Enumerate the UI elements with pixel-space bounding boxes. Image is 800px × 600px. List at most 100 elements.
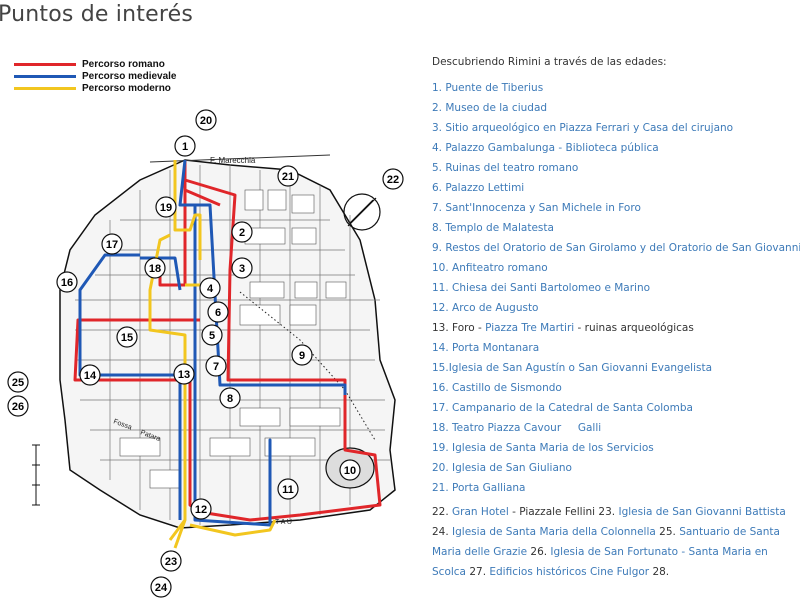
scale-bar xyxy=(32,444,40,506)
list-item: 4. Palazzo Gambalunga - Biblioteca públi… xyxy=(432,142,659,154)
poi-link[interactable]: Iglesia de San Agustín o San Giovanni Ev… xyxy=(448,362,713,374)
svg-text:10: 10 xyxy=(344,465,356,477)
svg-text:21: 21 xyxy=(282,171,294,183)
poi-link[interactable]: Iglesia de Santa Maria de los Servicios xyxy=(452,442,654,454)
legend-label-roman: Percorso romano xyxy=(82,58,165,70)
marker-5[interactable]: 5 xyxy=(201,324,223,346)
svg-text:17: 17 xyxy=(106,239,118,251)
svg-text:9: 9 xyxy=(299,350,305,362)
poi-link-25[interactable]: Santuario de Santa Maria delle Grazie xyxy=(432,526,780,558)
poi-link[interactable]: Sant'Innocenza y San Michele in Foro xyxy=(445,202,641,214)
list-item: 11. Chiesa dei Santi Bartolomeo e Marino xyxy=(432,282,651,294)
marker-22[interactable]: 22 xyxy=(382,168,404,190)
river xyxy=(149,154,331,163)
poi-link[interactable]: Piazza Tre Martiri xyxy=(485,322,575,334)
poi-link[interactable]: Porta Montanara xyxy=(452,342,540,354)
marker-3[interactable]: 3 xyxy=(231,257,253,279)
list-item: 1. Puente de Tiberius xyxy=(432,82,544,94)
route-modern xyxy=(148,160,277,549)
poi-list: 1. Puente de Tiberius 2. Museo de la ciu… xyxy=(432,82,800,502)
legend-item-medieval: Percorso medievale xyxy=(14,70,177,82)
svg-text:18: 18 xyxy=(149,263,161,275)
svg-text:14: 14 xyxy=(84,370,97,382)
legend-label-modern: Percorso moderno xyxy=(82,82,171,94)
svg-text:5: 5 xyxy=(209,330,215,342)
list-item: 12. Arco de Augusto xyxy=(432,302,539,314)
poi-link[interactable]: Campanario de la Catedral de Santa Colom… xyxy=(452,402,693,414)
svg-text:8: 8 xyxy=(227,393,233,405)
poi-link[interactable]: Iglesia de San Giuliano xyxy=(452,462,572,474)
poi-link[interactable]: Museo de la ciudad xyxy=(445,102,548,114)
marker-2[interactable]: 2 xyxy=(231,221,253,243)
marker-25[interactable]: 25 xyxy=(7,371,29,393)
svg-text:23: 23 xyxy=(165,556,177,568)
poi-link[interactable]: Anfiteatro romano xyxy=(452,262,548,274)
poi-link[interactable]: Castillo de Sismondo xyxy=(452,382,562,394)
marker-10[interactable]: 10 xyxy=(339,459,361,481)
legend-swatch-modern xyxy=(14,86,76,90)
river-label: F. Marecchia xyxy=(210,156,256,165)
marker-15[interactable]: 15 xyxy=(116,326,138,348)
poi-link[interactable]: Porta Galliana xyxy=(452,482,526,494)
legend-item-modern: Percorso moderno xyxy=(14,82,177,94)
svg-text:2: 2 xyxy=(239,227,245,239)
poi-link-23[interactable]: Iglesia de San Giovanni Battista xyxy=(618,506,786,518)
bottom-label: T A U xyxy=(275,519,292,526)
marker-13[interactable]: 13 xyxy=(173,363,195,385)
poi-link[interactable]: Templo de Malatesta xyxy=(445,222,554,234)
marker-14[interactable]: 14 xyxy=(79,364,101,386)
marker-11[interactable]: 11 xyxy=(277,478,299,500)
marker-20[interactable]: 20 xyxy=(195,109,217,131)
poi-link[interactable]: Teatro Piazza Cavour Galli xyxy=(452,422,602,434)
north-arrow-icon xyxy=(343,193,381,231)
list-item: 13. Foro - Piazza Tre Martiri - ruinas a… xyxy=(432,322,694,334)
list-item: 6. Palazzo Lettimi xyxy=(432,182,525,194)
marker-19[interactable]: 19 xyxy=(155,196,177,218)
poi-link-22[interactable]: Gran Hotel xyxy=(452,506,509,518)
marker-8[interactable]: 8 xyxy=(219,387,241,409)
svg-text:3: 3 xyxy=(239,263,245,275)
marker-24[interactable]: 24 xyxy=(150,576,172,598)
poi-link[interactable]: Sitio arqueológico en Piazza Ferrari y C… xyxy=(445,122,734,134)
list-item: 16. Castillo de Sismondo xyxy=(432,382,562,394)
poi-link-24[interactable]: Iglesia de Santa Maria della Colonnella xyxy=(452,526,656,538)
list-item: 7. Sant'Innocenza y San Michele in Foro xyxy=(432,202,641,214)
map-legend: Percorso romano Percorso medievale Perco… xyxy=(14,58,177,94)
street-grid xyxy=(75,165,390,525)
svg-text:24: 24 xyxy=(155,582,168,594)
marker-21[interactable]: 21 xyxy=(277,165,299,187)
poi-list-tail: 22. Gran Hotel - Piazzale Fellini 23. Ig… xyxy=(432,506,786,578)
poi-link[interactable]: Palazzo Gambalunga - Biblioteca pública xyxy=(445,142,659,154)
poi-link-26[interactable]: Iglesia de San Fortunato - Santa Maria e… xyxy=(432,546,768,578)
poi-link[interactable]: Palazzo Lettimi xyxy=(445,182,525,194)
list-item: 21. Porta Galliana xyxy=(432,482,526,494)
svg-text:25: 25 xyxy=(12,377,24,389)
poi-link[interactable]: Arco de Augusto xyxy=(452,302,539,314)
marker-9[interactable]: 9 xyxy=(291,344,313,366)
poi-link[interactable]: Ruinas del teatro romano xyxy=(445,162,579,174)
marker-17[interactable]: 17 xyxy=(101,233,123,255)
poi-link[interactable]: Restos del Oratorio de San Girolamo y de… xyxy=(445,242,800,254)
marker-16[interactable]: 16 xyxy=(56,271,78,293)
marker-18[interactable]: 18 xyxy=(144,257,166,279)
marker-26[interactable]: 26 xyxy=(7,395,29,417)
marker-7[interactable]: 7 xyxy=(205,355,227,377)
list-item: 5. Ruinas del teatro romano xyxy=(432,162,579,174)
list-item: 15.Iglesia de San Agustín o San Giovanni… xyxy=(432,362,713,374)
marker-1[interactable]: 1 xyxy=(174,135,196,157)
poi-link[interactable]: Chiesa dei Santi Bartolomeo e Marino xyxy=(452,282,651,294)
marker-23[interactable]: 23 xyxy=(160,550,182,572)
marker-6[interactable]: 6 xyxy=(207,301,229,323)
legend-label-medieval: Percorso medievale xyxy=(82,70,177,82)
svg-text:1: 1 xyxy=(182,141,188,153)
poi-link-27[interactable]: Edificios históricos Cine Fulgor xyxy=(489,566,650,578)
svg-text:26: 26 xyxy=(12,401,24,413)
list-item: 17. Campanario de la Catedral de Santa C… xyxy=(432,402,693,414)
list-item: 14. Porta Montanara xyxy=(432,342,540,354)
marker-4[interactable]: 4 xyxy=(199,277,221,299)
legend-swatch-medieval xyxy=(14,74,76,78)
svg-text:16: 16 xyxy=(61,277,73,289)
poi-link[interactable]: Puente de Tiberius xyxy=(445,82,544,94)
marker-12[interactable]: 12 xyxy=(190,498,212,520)
svg-text:20: 20 xyxy=(200,115,212,127)
